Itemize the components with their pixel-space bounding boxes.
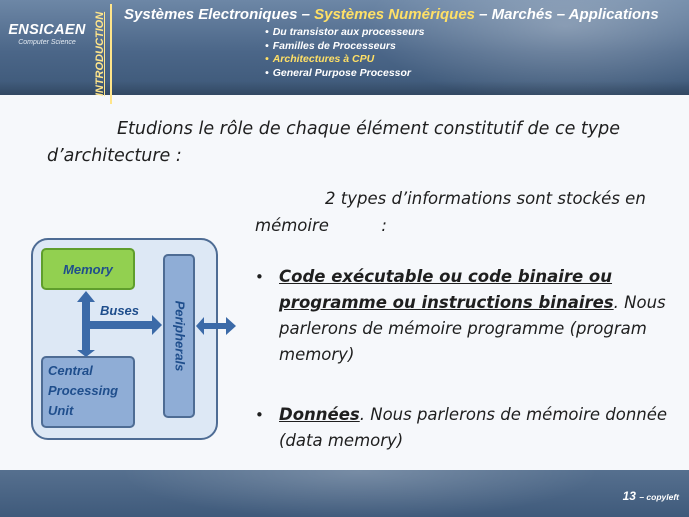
- bullet-text: . Nous parlerons de mémoire programme (p…: [279, 293, 666, 364]
- title-part1: Systèmes Electroniques –: [124, 6, 315, 23]
- architecture-diagram: Memory Peripherals Central Processing Un…: [31, 238, 236, 440]
- memory-block: [41, 248, 135, 290]
- topic-item-active: •Architectures à CPU: [265, 53, 424, 67]
- bullet-icon: •: [265, 66, 269, 79]
- copyleft-label: – copyleft: [639, 492, 679, 502]
- logo-subtitle: Computer Science: [18, 39, 76, 46]
- cpu-label-line3: Unit: [48, 403, 74, 418]
- header-glare: [349, 0, 689, 95]
- types-line-2: mémoire :: [255, 216, 387, 235]
- topic-label: Familles de Processeurs: [272, 39, 396, 52]
- bullet-code: • Code exécutable ou code binaire ou pro…: [255, 264, 685, 368]
- cpu-label-line1: Central: [48, 363, 93, 378]
- types-line-1: 2 types d’informations sont stockés en: [325, 189, 646, 208]
- bullet-text: . Nous parlerons de mémoire donnée (data…: [279, 405, 668, 450]
- cpu-block: [41, 356, 135, 428]
- bullet-icon: •: [255, 268, 264, 286]
- topic-list: •Du transistor aux processeurs •Familles…: [265, 26, 424, 80]
- peripherals-block: [163, 254, 195, 418]
- topic-item: •Du transistor aux processeurs: [265, 26, 424, 40]
- bullet-data: • Données. Nous parlerons de mémoire don…: [255, 402, 685, 454]
- external-arrow: [196, 317, 236, 335]
- title-part2: – Marchés – Applications: [475, 6, 659, 23]
- peripherals-label: Peripherals: [173, 301, 188, 372]
- title-highlight: Systèmes Numériques: [314, 6, 475, 23]
- page-number-value: 13: [622, 489, 636, 503]
- topic-item: •General Purpose Processor: [265, 67, 424, 81]
- bullet-emphasis: Code exécutable ou code binaire ou progr…: [279, 267, 614, 312]
- section-divider: [110, 4, 112, 104]
- topic-label: Architectures à CPU: [272, 53, 375, 65]
- bullet-icon: •: [255, 406, 264, 424]
- types-paragraph: 2 types d’informations sont stockés en m…: [255, 185, 685, 239]
- topic-label: Du transistor aux processeurs: [272, 26, 425, 38]
- buses-label: Buses: [100, 303, 139, 318]
- bullet-icon: •: [265, 39, 269, 52]
- slide-footer: [0, 470, 689, 517]
- section-label-wrap: INTRODUCTION: [89, 4, 111, 104]
- bullet-emphasis: Données: [279, 405, 360, 424]
- section-label: INTRODUCTION: [94, 11, 106, 97]
- logo-name: ENSICAEN: [8, 22, 86, 38]
- footer-glare: [120, 470, 600, 517]
- header-shade: [0, 81, 689, 95]
- topic-item: •Familles de Processeurs: [265, 40, 424, 54]
- bullet-icon: •: [265, 26, 269, 38]
- cpu-label-line2: Processing: [48, 383, 118, 398]
- slide-title: Systèmes Electroniques – Systèmes Numéri…: [124, 6, 659, 23]
- topic-label: General Purpose Processor: [272, 66, 411, 79]
- intro-paragraph: Etudions le rôle de chaque élément const…: [47, 119, 621, 166]
- bullet-icon: •: [265, 53, 269, 65]
- memory-label: Memory: [63, 262, 114, 277]
- slide-header: [0, 0, 689, 95]
- ensicaen-logo: ENSICAEN Computer Science: [7, 22, 87, 46]
- bus-horizontal-arrow: [86, 315, 162, 335]
- page-number: 13 – copyleft: [623, 489, 679, 503]
- bus-arrows: [77, 291, 236, 357]
